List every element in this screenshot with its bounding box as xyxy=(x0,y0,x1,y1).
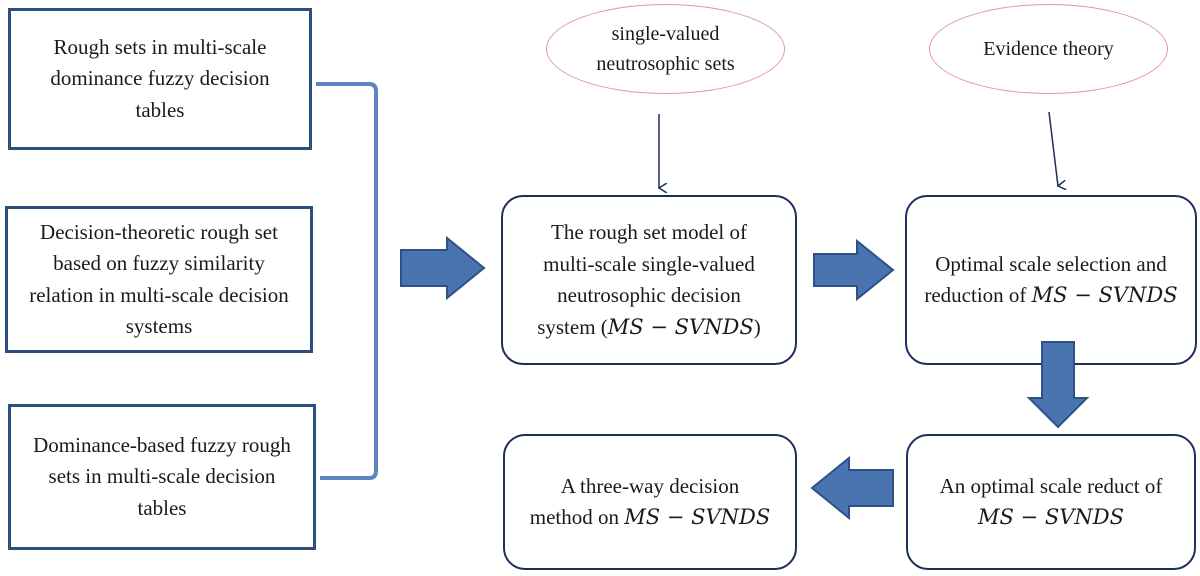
left-box-dominance-fuzzy-tables: Rough sets in multi-scale dominance fuzz… xyxy=(8,8,312,150)
text-line: Evidence theory xyxy=(983,38,1114,60)
text-line: A three-way decision xyxy=(560,473,740,498)
text-line: Decision-theoretic rough set xyxy=(40,219,278,244)
block-arrow-reduct-to-threeway xyxy=(810,455,894,521)
thin-arrow-evidence-to-optimal xyxy=(1048,111,1058,186)
math-ms-svnds: MS − SVNDS xyxy=(624,505,771,529)
math-ms-svnds: MS − SVNDS xyxy=(607,314,754,339)
box-optimal-scale-selection: Optimal scale selection and reduction of… xyxy=(905,195,1197,365)
text-line: tables xyxy=(137,495,187,520)
text-line: Dominance-based fuzzy rough xyxy=(33,432,291,457)
ellipse-evidence-theory: Evidence theory xyxy=(929,4,1168,94)
text-prefix: reduction of xyxy=(924,283,1032,307)
text-line: The rough set model of xyxy=(551,220,747,244)
text-line: method on MS − SVNDS xyxy=(530,502,771,534)
math-ms-svnds: MS − SVNDS xyxy=(977,505,1124,529)
left-box-dominance-fuzzy-rough: Dominance-based fuzzy rough sets in mult… xyxy=(8,404,316,550)
text-prefix: system ( xyxy=(537,314,608,339)
bracket-connector xyxy=(316,82,378,480)
text-line: tables xyxy=(135,97,185,122)
text-suffix: ) xyxy=(753,314,761,339)
text-line: sets in multi-scale decision xyxy=(48,464,276,489)
left-box-decision-theoretic: Decision-theoretic rough set based on fu… xyxy=(5,206,313,353)
math-ms-svnds: MS − SVNDS xyxy=(1031,283,1178,307)
text-line: systems xyxy=(125,314,193,338)
block-arrow-optimal-to-reduct xyxy=(1026,341,1090,429)
text-line: single-valued xyxy=(611,23,720,45)
text-line: reduction of MS − SVNDS xyxy=(924,280,1177,312)
text-line: neutrosophic decision xyxy=(557,283,741,307)
block-arrow-model-to-optimal xyxy=(813,238,895,302)
text-prefix: method on xyxy=(529,505,625,529)
text-line: neutrosophic sets xyxy=(596,53,735,75)
text-line: Rough sets in multi-scale xyxy=(53,34,267,59)
text-line: relation in multi-scale decision xyxy=(29,282,289,307)
text-line: Optimal scale selection and xyxy=(935,251,1167,276)
box-three-way-decision: A three-way decision method on MS − SVND… xyxy=(503,434,797,570)
text-line: multi-scale single-valued xyxy=(543,251,755,276)
text-line: based on fuzzy similarity xyxy=(53,251,265,275)
ellipse-single-valued-neutrosophic-sets: single-valued neutrosophic sets xyxy=(546,4,785,94)
text-line: system (MS − SVNDS) xyxy=(537,312,761,344)
block-arrow-left-to-model xyxy=(400,235,486,301)
box-rough-set-model: The rough set model of multi-scale singl… xyxy=(501,195,797,365)
text-line: dominance fuzzy decision xyxy=(50,66,270,91)
text-line: An optimal scale reduct of xyxy=(939,473,1163,498)
box-optimal-scale-reduct: An optimal scale reduct of MS − SVNDS xyxy=(906,434,1196,570)
